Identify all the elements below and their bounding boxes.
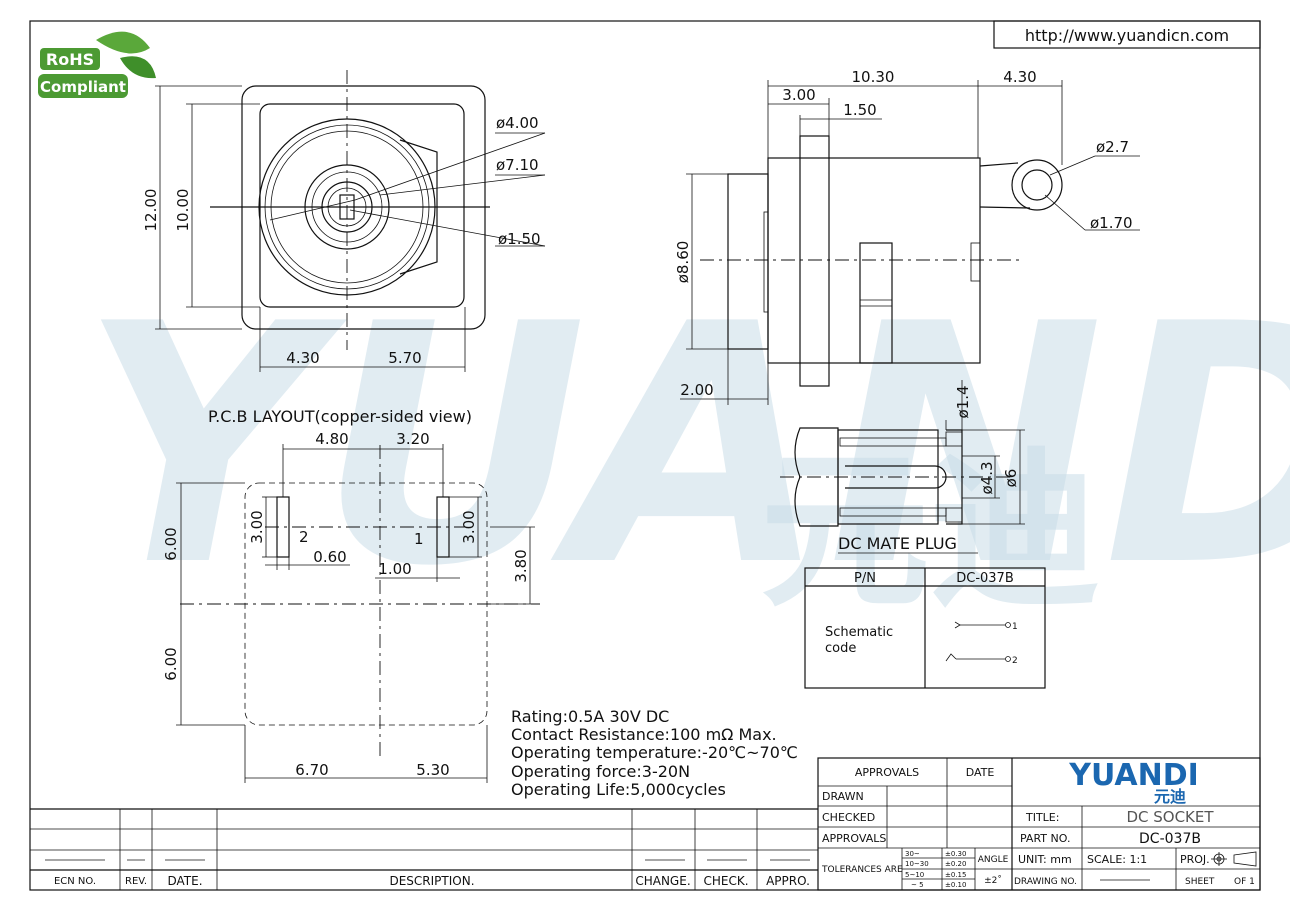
dim-d860: ø8.60 (674, 241, 692, 284)
tb-checked: CHECKED (822, 811, 875, 824)
projection-symbol-icon (1211, 851, 1257, 867)
tb-brand: YUANDI (1068, 758, 1199, 793)
rev-ecn: ECN NO. (54, 876, 96, 887)
dim-pad-h-left: 3.00 (248, 510, 266, 543)
tb-title-value: DC SOCKET (1126, 808, 1214, 826)
spec-rating: Rating:0.5A 30V DC (511, 707, 669, 726)
schematic-pin2: 2 (1012, 656, 1018, 666)
watermark-text: YUANDI (80, 254, 1290, 638)
tb-proj: PROJ. (1180, 853, 1210, 866)
tb-brand-cn: 元迪 (1154, 787, 1186, 806)
dim-h1200: 12.00 (142, 189, 160, 232)
watermark-cn: 元迪 (760, 433, 1100, 631)
tb-approvals: APPROVALS (855, 766, 919, 779)
dim-w060: 0.60 (313, 548, 346, 566)
dim-d170: ø1.70 (1090, 214, 1133, 232)
dim-l430: 4.30 (1003, 68, 1036, 86)
dim-d27: ø2.7 (1096, 138, 1129, 156)
title-block: APPROVALS DATE DRAWN CHECKED APPROVALS T… (817, 757, 1261, 891)
dim-w480: 4.80 (315, 430, 348, 448)
rev-check: CHECK. (703, 874, 748, 888)
rohs-text: RoHS (46, 50, 94, 69)
watermark: YUANDI 元迪 (80, 254, 1290, 638)
dim-d150: ø1.50 (498, 230, 541, 248)
dim-h380: 3.80 (512, 549, 530, 582)
schematic-label-2: code (825, 641, 856, 656)
schematic-part-header: DC-037B (956, 571, 1014, 586)
dim-l1030: 10.30 (852, 68, 895, 86)
tb-part-label: PART NO. (1020, 832, 1070, 845)
tb-tol-range-2: 5~10 (905, 871, 924, 879)
tb-scale: SCALE: 1:1 (1087, 853, 1147, 866)
tb-part-value: DC-037B (1139, 831, 1201, 847)
tb-tol-value-0: ±0.30 (945, 850, 966, 858)
dim-d6: ø6 (1002, 469, 1020, 488)
tb-tol-range-3: ~ 5 (911, 881, 924, 889)
dim-h1000: 10.00 (174, 189, 192, 232)
rev-rev: REV. (125, 876, 147, 887)
spec-force: Operating force:3-20N (511, 762, 690, 781)
schematic-pn-header: P/N (854, 571, 876, 586)
spec-resistance: Contact Resistance:100 mΩ Max. (511, 725, 777, 744)
tb-title-label: TITLE: (1025, 811, 1059, 824)
dim-pad-h-right: 3.00 (460, 510, 478, 543)
tb-angle: ANGLE (978, 855, 1009, 865)
tb-tol-range-1: 10~30 (905, 860, 929, 868)
rev-change: CHANGE. (635, 874, 690, 888)
dim-d710: ø7.10 (496, 156, 539, 174)
dim-w670: 6.70 (295, 761, 328, 779)
schematic-table: P/N DC-037B Schematic code 1 2 (804, 567, 1046, 689)
dim-w530: 5.30 (416, 761, 449, 779)
dim-l300: 3.00 (782, 86, 815, 104)
spec-life: Operating Life:5,000cycles (511, 780, 726, 799)
tb-tol-range-0: 30~ (905, 850, 920, 858)
dim-h600a: 6.00 (162, 527, 180, 560)
tb-date: DATE (966, 766, 995, 779)
website-box: http://www.yuandicn.com (993, 20, 1261, 49)
tb-unit: UNIT: mm (1018, 853, 1072, 866)
tb-sheet: SHEET (1185, 877, 1215, 887)
pcb-layout: P.C.B LAYOUT(copper-sided view) 2 1 4.80… (162, 407, 540, 783)
side-view: 10.30 4.30 3.00 1.50 ø2.7 ø1.70 ø8.60 2.… (674, 68, 1140, 405)
rohs-logo: RoHS Compliant (38, 31, 156, 98)
schematic-label-1: Schematic (825, 625, 893, 640)
dim-d400: ø4.00 (496, 114, 539, 132)
tb-tolerances: TOLERANCES ARE (821, 865, 903, 875)
dim-w320: 3.20 (396, 430, 429, 448)
dim-l150: 1.50 (843, 101, 876, 119)
revision-block: ECN NO. REV. DATE. DESCRIPTION. CHANGE. … (30, 808, 818, 890)
tb-angle-value: ±2˚ (984, 875, 1002, 886)
website-url: http://www.yuandicn.com (1025, 26, 1229, 45)
rev-appro: APPRO. (766, 874, 810, 888)
specs: Rating:0.5A 30V DC Contact Resistance:10… (511, 707, 798, 799)
tb-tol-value-2: ±0.15 (945, 871, 966, 879)
spec-temperature: Operating temperature:-20℃~70℃ (511, 743, 798, 762)
pin1-label: 1 (414, 530, 424, 548)
dim-h600b: 6.00 (162, 647, 180, 680)
tb-drawn: DRAWN (822, 790, 864, 803)
tb-approvals2: APPROVALS (822, 832, 886, 845)
mate-plug: ø1.4 ø4.3 ø6 DC MATE PLUG (780, 380, 1025, 554)
mate-plug-label: DC MATE PLUG (838, 534, 957, 553)
dim-d14: ø1.4 (954, 385, 972, 418)
tb-of: OF 1 (1234, 877, 1255, 887)
tb-drawing-no: DRAWING NO. (1014, 877, 1077, 887)
pcb-title: P.C.B LAYOUT(copper-sided view) (208, 407, 472, 426)
dim-w100: 1.00 (378, 560, 411, 578)
compliant-text: Compliant (40, 78, 126, 96)
front-view: ø4.00 ø7.10 ø1.50 12.00 10.00 4.30 5.70 (142, 70, 546, 372)
schematic-pin1: 1 (1012, 622, 1018, 632)
dim-l200: 2.00 (680, 381, 713, 399)
tb-tol-value-1: ±0.20 (945, 860, 966, 868)
sheet-border (29, 20, 1261, 891)
dim-d43: ø4.3 (978, 461, 996, 494)
dim-w430: 4.30 (286, 349, 319, 367)
rev-description: DESCRIPTION. (389, 874, 474, 888)
pin2-label: 2 (299, 528, 309, 546)
tb-tol-value-3: ±0.10 (945, 881, 966, 889)
rev-date: DATE. (167, 874, 202, 888)
dim-w570: 5.70 (388, 349, 421, 367)
